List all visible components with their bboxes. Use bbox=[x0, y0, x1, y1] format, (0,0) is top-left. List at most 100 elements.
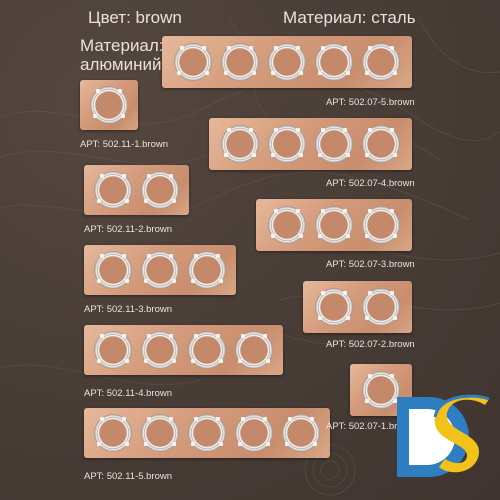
ring-clip bbox=[266, 441, 271, 446]
ring-clip bbox=[368, 290, 373, 295]
ring-clip bbox=[295, 127, 300, 132]
aluminum-frame-art-label: APT: 502.11-3.brown bbox=[84, 304, 173, 315]
ring-clip bbox=[190, 278, 195, 283]
ring-clip bbox=[190, 358, 195, 363]
ring-clip bbox=[215, 416, 220, 421]
ring-clip bbox=[172, 441, 177, 446]
ring-clip bbox=[252, 152, 257, 157]
ring-clip bbox=[274, 127, 279, 132]
ring-clip bbox=[248, 45, 253, 50]
ring-clip bbox=[368, 45, 373, 50]
ring-clip bbox=[389, 373, 394, 378]
frame-socket-ring bbox=[268, 43, 306, 81]
ring-clip bbox=[270, 70, 275, 75]
ring-clip bbox=[342, 127, 347, 132]
ring-clip bbox=[121, 333, 126, 338]
steel-frame-art-label: APT: 502.07-4.brown bbox=[326, 178, 415, 189]
ring-clip bbox=[227, 127, 232, 132]
ring-clip bbox=[121, 416, 126, 421]
ring-clip bbox=[143, 198, 148, 203]
frame-socket-ring bbox=[315, 125, 353, 163]
ring-clip bbox=[248, 127, 253, 132]
color-heading: Цвет: brown bbox=[88, 8, 182, 27]
ring-clip bbox=[364, 70, 369, 75]
aluminum-frame-art-label: APT: 502.11-4.brown bbox=[84, 388, 173, 399]
steel-frame-art-label: APT: 502.07-2.brown bbox=[326, 339, 415, 350]
ring-clip bbox=[299, 233, 304, 238]
ring-clip bbox=[368, 208, 373, 213]
ring-clip bbox=[321, 208, 326, 213]
ring-clip bbox=[121, 173, 126, 178]
ring-clip bbox=[100, 333, 105, 338]
frame-socket-ring bbox=[94, 251, 132, 289]
frame-socket-ring bbox=[315, 43, 353, 81]
ring-clip bbox=[147, 173, 152, 178]
ring-clip bbox=[364, 315, 369, 320]
ring-clip bbox=[237, 358, 242, 363]
ring-clip bbox=[241, 333, 246, 338]
frame-socket-ring bbox=[268, 125, 306, 163]
steel-frame-art-label: APT: 502.07-5.brown bbox=[326, 97, 415, 108]
frame-socket-ring bbox=[90, 86, 128, 124]
ring-clip bbox=[219, 441, 224, 446]
ring-clip bbox=[364, 233, 369, 238]
frame-socket-ring bbox=[315, 288, 353, 326]
aluminum-material-heading: Материал: алюминий bbox=[80, 36, 164, 74]
ring-clip bbox=[121, 253, 126, 258]
ring-clip bbox=[117, 88, 122, 93]
frame-socket-ring bbox=[221, 43, 259, 81]
ring-clip bbox=[172, 278, 177, 283]
ring-clip bbox=[317, 233, 322, 238]
steel-material-heading: Материал: сталь bbox=[283, 8, 416, 27]
ring-clip bbox=[143, 358, 148, 363]
ring-clip bbox=[266, 358, 271, 363]
frame-socket-ring bbox=[141, 251, 179, 289]
ring-clip bbox=[346, 315, 351, 320]
ring-clip bbox=[168, 253, 173, 258]
ring-clip bbox=[252, 70, 257, 75]
ring-clip bbox=[321, 290, 326, 295]
ring-clip bbox=[393, 398, 398, 403]
ring-clip bbox=[125, 441, 130, 446]
ring-clip bbox=[295, 208, 300, 213]
steel-frame-art-label: APT: 502.07-1.brown bbox=[326, 421, 415, 432]
ring-clip bbox=[237, 441, 242, 446]
ring-clip bbox=[317, 315, 322, 320]
frame-socket-ring bbox=[315, 206, 353, 244]
ring-clip bbox=[215, 253, 220, 258]
ring-clip bbox=[194, 333, 199, 338]
ring-clip bbox=[309, 416, 314, 421]
ring-clip bbox=[393, 315, 398, 320]
ring-clip bbox=[194, 253, 199, 258]
ring-clip bbox=[147, 333, 152, 338]
ring-clip bbox=[270, 152, 275, 157]
ring-clip bbox=[288, 416, 293, 421]
ring-clip bbox=[223, 70, 228, 75]
ring-clip bbox=[346, 152, 351, 157]
frame-socket-ring bbox=[94, 171, 132, 209]
ring-clip bbox=[393, 233, 398, 238]
ring-clip bbox=[147, 416, 152, 421]
ring-clip bbox=[270, 233, 275, 238]
ds-logo-icon bbox=[397, 394, 490, 477]
ring-clip bbox=[219, 278, 224, 283]
ring-clip bbox=[389, 290, 394, 295]
ring-clip bbox=[96, 278, 101, 283]
ring-clip bbox=[92, 113, 97, 118]
frame-socket-ring bbox=[141, 171, 179, 209]
ring-clip bbox=[368, 127, 373, 132]
ring-clip bbox=[100, 253, 105, 258]
frame-socket-ring bbox=[235, 414, 273, 452]
ring-clip bbox=[223, 152, 228, 157]
ring-clip bbox=[143, 278, 148, 283]
ring-clip bbox=[219, 358, 224, 363]
frame-socket-ring bbox=[221, 125, 259, 163]
frame-socket-ring bbox=[268, 206, 306, 244]
ring-clip bbox=[274, 208, 279, 213]
frame-socket-ring bbox=[362, 43, 400, 81]
ring-clip bbox=[168, 333, 173, 338]
ring-clip bbox=[317, 70, 322, 75]
ring-clip bbox=[190, 441, 195, 446]
ring-clip bbox=[100, 416, 105, 421]
